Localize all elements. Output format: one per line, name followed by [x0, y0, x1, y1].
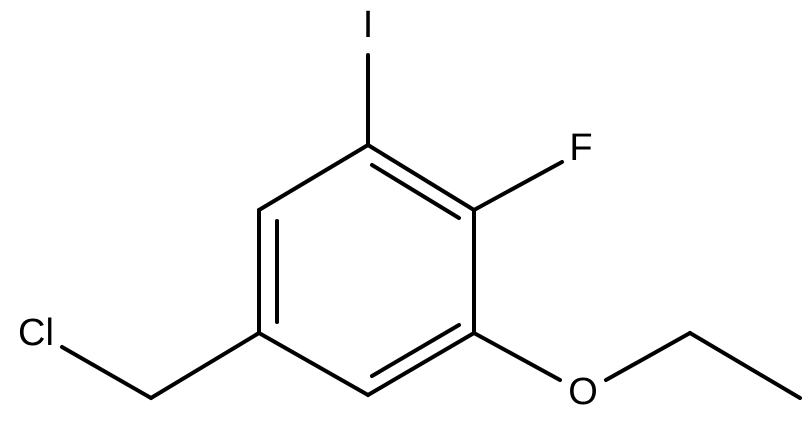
- atom-label-fluorine: F: [569, 127, 592, 169]
- bond-ring-ch2cl: [149, 331, 261, 400]
- atom-label-iodine: I: [363, 4, 374, 46]
- bond-oxygen-ch2: [604, 331, 692, 382]
- ring-bond-bottom-right: [366, 331, 476, 397]
- bond-c-oxygen: [472, 331, 562, 382]
- atom-label-chlorine: Cl: [18, 312, 54, 354]
- ring-bond-top-left: [257, 143, 370, 212]
- bond-ch2-chlorine: [60, 345, 153, 400]
- bond-ch2-ch3: [688, 331, 802, 400]
- bond-c-fluorine: [472, 160, 564, 212]
- atom-label-oxygen: O: [568, 371, 598, 413]
- benzene-ring: [257, 143, 476, 397]
- ring-bond-bottom-right-inner: [370, 323, 461, 378]
- ring-bond-top-right: [366, 143, 476, 212]
- ring-bond-top-right-inner: [370, 163, 461, 220]
- ring-bond-bottom-left: [257, 331, 370, 397]
